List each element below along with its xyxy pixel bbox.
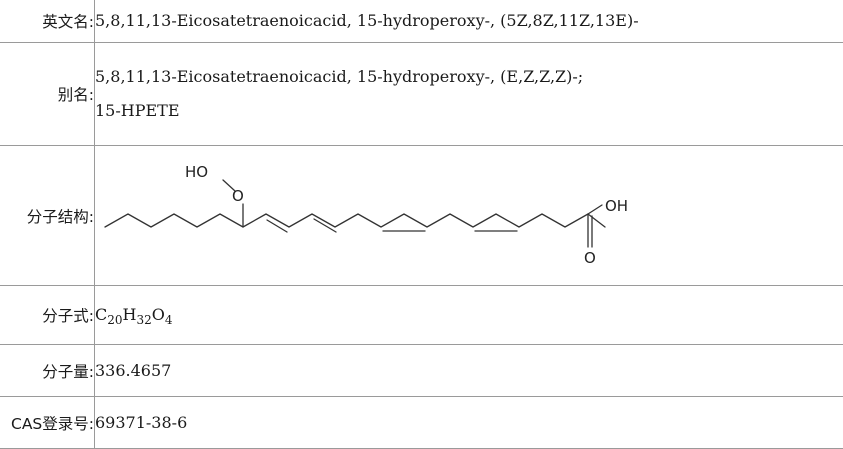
alias-line-1: 5,8,11,13-Eicosatetraenoicacid, 15-hydro…: [95, 60, 843, 94]
atom-oh: OH: [605, 197, 628, 215]
english-name-label: 英文名:: [0, 0, 95, 43]
molecular-weight-label: 分子量:: [0, 345, 95, 397]
bond-c-oh: [588, 205, 602, 214]
cas-label: CAS登录号:: [0, 397, 95, 449]
structure-cell: HO O OH O: [95, 146, 843, 286]
atom-o-carbonyl: O: [584, 249, 596, 267]
english-name-value: 5,8,11,13-Eicosatetraenoicacid, 15-hydro…: [95, 0, 843, 43]
alias-label: 别名:: [0, 43, 95, 146]
molecular-weight-value: 336.4657: [95, 345, 843, 397]
carbon-chain: [105, 214, 605, 227]
row-cas: CAS登录号: 69371-38-6: [0, 397, 843, 449]
cas-value: 69371-38-6: [95, 397, 843, 449]
molecular-structure-diagram: HO O OH O: [95, 147, 655, 285]
formula-o: O: [152, 305, 165, 324]
row-structure: 分子结构: HO O OH O: [0, 146, 843, 286]
formula-h-count: 32: [136, 313, 151, 327]
formula-label: 分子式:: [0, 286, 95, 345]
formula-o-count: 4: [165, 313, 173, 327]
row-molecular-weight: 分子量: 336.4657: [0, 345, 843, 397]
formula-c: C: [95, 305, 107, 324]
structure-label: 分子结构:: [0, 146, 95, 286]
row-english-name: 英文名: 5,8,11,13-Eicosatetraenoicacid, 15-…: [0, 0, 843, 43]
alias-line-2: 15-HPETE: [95, 94, 843, 128]
formula-c-count: 20: [107, 313, 122, 327]
row-alias: 别名: 5,8,11,13-Eicosatetraenoicacid, 15-h…: [0, 43, 843, 146]
formula-value: C20H32O4: [95, 286, 843, 345]
atom-o-peroxy: O: [232, 187, 244, 205]
atom-ho: HO: [185, 163, 208, 181]
double-bond-c13-c14: [267, 220, 287, 232]
alias-value: 5,8,11,13-Eicosatetraenoicacid, 15-hydro…: [95, 43, 843, 146]
formula-h: H: [123, 305, 137, 324]
row-formula: 分子式: C20H32O4: [0, 286, 843, 345]
